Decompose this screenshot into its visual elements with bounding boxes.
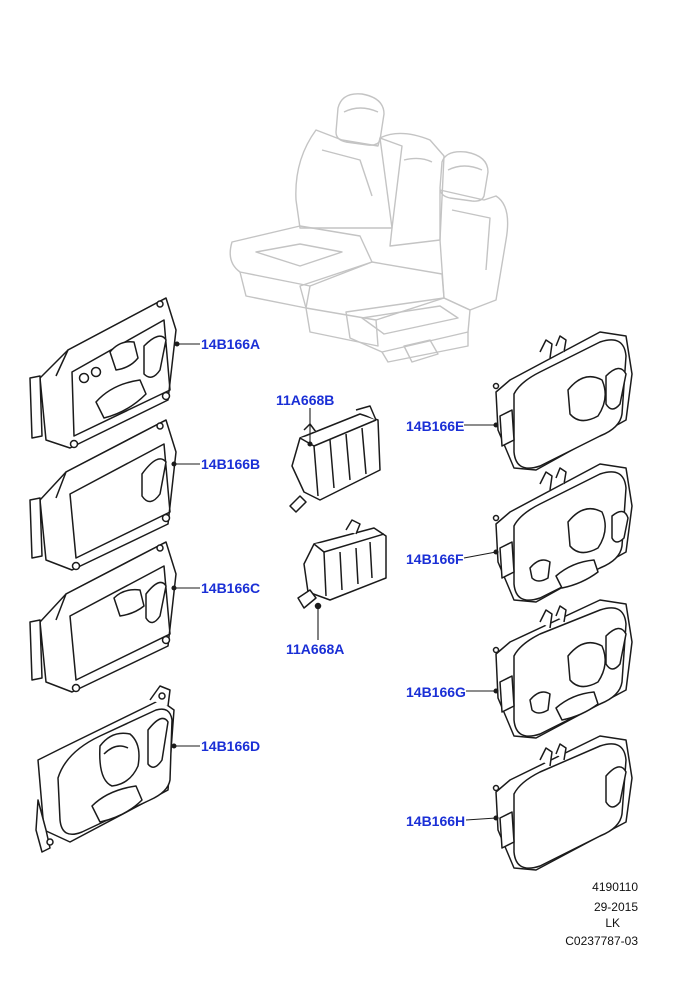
callout-14b166a[interactable]: 14B166A [201,336,261,352]
callout-11a668b[interactable]: 11A668B [276,392,335,408]
callout-14b166b[interactable]: 14B166B [201,456,261,472]
callout-14b166d[interactable]: 14B166D [201,738,261,754]
footer-date-code: 29-2015 [593,900,638,914]
footer-illustration-number: 4190110 [592,880,638,894]
footer-reference-code: C0237787-03 [565,934,638,948]
switch-pack-g [492,599,633,739]
callout-14b166e[interactable]: 14B166E [406,418,465,434]
switch-pack-c [29,541,177,693]
rear-seat-illustration [229,93,509,363]
callout-14b166h[interactable]: 14B166H [406,813,466,829]
module-11a668a [297,519,387,610]
switch-pack-e [492,331,633,471]
switch-pack-d [35,685,175,853]
switch-pack-h [492,735,633,871]
callout-14b166c[interactable]: 14B166C [201,580,261,596]
callout-11a668a[interactable]: 11A668A [286,641,345,657]
module-11a668b [289,405,381,513]
callout-14b166f[interactable]: 14B166F [406,551,464,567]
callout-14b166g[interactable]: 14B166G [406,684,466,700]
switch-pack-b [29,419,177,571]
footer-initials: LK [605,916,620,930]
switch-pack-f [492,463,633,603]
switch-pack-a [29,297,177,449]
leader-lines [171,341,499,821]
